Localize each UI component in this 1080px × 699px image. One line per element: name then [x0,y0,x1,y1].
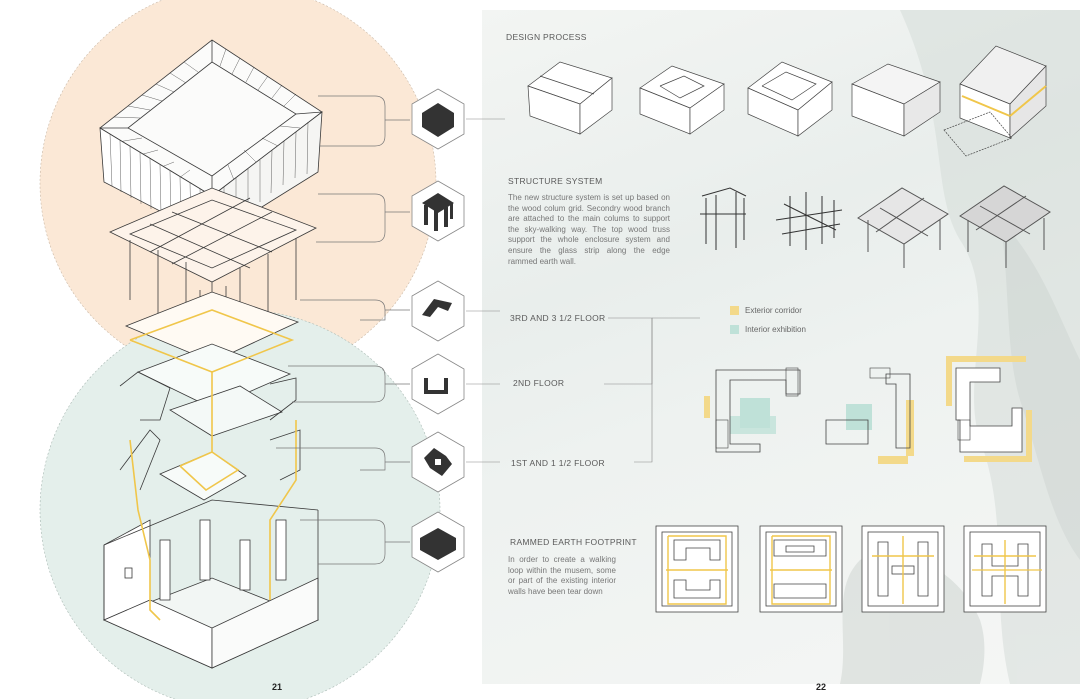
legend-swatch [730,325,739,334]
rammed-earth-layer [102,499,320,669]
plan-2nd-floor [825,367,914,464]
floor-label-3: 3RD AND 3 1/2 FLOOR [510,313,606,323]
callout-connectors [276,95,410,565]
structure-step-4 [959,185,1051,268]
hex-floor2-icon [411,353,465,415]
background-landscape [840,10,1080,684]
floor-label-2: 2ND FLOOR [513,378,565,388]
legend-swatch [730,306,739,315]
process-step-2 [639,65,725,135]
process-step-5 [943,45,1047,157]
design-process-sequence [527,45,1047,157]
footprint-plan-2 [759,525,843,613]
legend-label: Interior exhibition [745,325,806,334]
floor-plates [119,291,301,501]
structure-step-2 [775,192,843,250]
hex-floor3-icon [411,280,465,342]
footprint-plans [655,525,1047,613]
structure-system-text: The new structure system is set up based… [508,193,670,266]
rammed-earth-title: RAMMED EARTH FOOTPRINT [510,537,637,547]
page-number-right: 22 [816,682,827,692]
exploded-axonometric [99,39,323,669]
process-step-3 [747,61,833,137]
plan-1st-floor [946,356,1032,462]
hex-icons [411,88,465,573]
rammed-earth-text: In order to create a walking loop within… [508,555,616,596]
process-step-4 [851,63,941,137]
legend-label: Exterior corridor [745,306,802,315]
hex-roof-icon [411,88,465,150]
page-number-left: 21 [272,682,283,692]
legend-interior-exhibition: Interior exhibition [730,325,806,334]
walking-loop [129,309,297,621]
footprint-plan-4 [963,525,1047,613]
structure-step-1 [700,187,747,250]
floor-label-1: 1ST AND 1 1/2 FLOOR [511,458,605,468]
process-step-1 [527,61,613,135]
footprint-plan-3 [861,525,945,613]
structure-step-3 [857,187,949,268]
label-leaders [466,118,700,463]
hex-rammed-earth-icon [411,511,465,573]
structure-system-title: STRUCTURE SYSTEM [508,176,603,186]
structure-sequence [700,185,1051,268]
structure-layer [109,187,317,350]
legend-exterior-corridor: Exterior corridor [730,306,802,315]
footprint-plan-1 [655,525,739,613]
hex-structure-icon [411,180,465,242]
floor-plans [704,356,1032,464]
hex-floor1-icon [411,431,465,493]
design-process-title: DESIGN PROCESS [506,32,587,42]
plan-3rd-floor [704,367,801,453]
